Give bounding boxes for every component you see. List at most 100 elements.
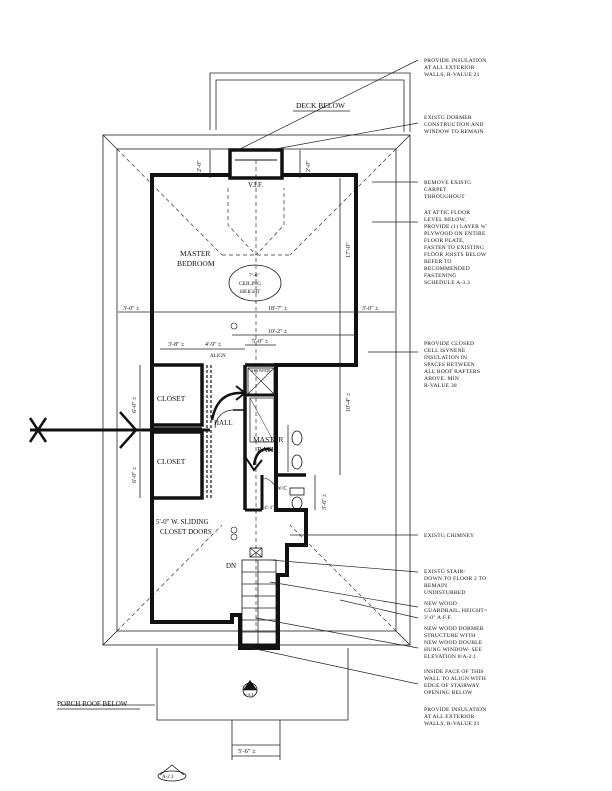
dim-5-0: 5'-0" ± (252, 339, 269, 345)
align-label: ALIGN (210, 354, 226, 359)
svg-text:CELL ISYNENE: CELL ISYNENE (424, 348, 466, 354)
dim-2-0-right: 2'-0" (306, 160, 312, 172)
ceiling-label-1: 7'-6" (249, 273, 260, 279)
svg-text:NEW WOOD: NEW WOOD (424, 601, 457, 607)
svg-text:FLOOR JOISTS BELOW: FLOOR JOISTS BELOW (424, 252, 487, 258)
svg-text:ABOVE. MIN: ABOVE. MIN (424, 376, 459, 382)
interior-walls (150, 363, 306, 512)
shower-label: SHOWER (251, 368, 270, 373)
svg-text:INSIDE FACE OF THIS: INSIDE FACE OF THIS (424, 669, 484, 675)
leader-lines (237, 59, 419, 685)
svg-text:PROVIDE CLOSED: PROVIDE CLOSED (424, 341, 474, 347)
svg-text:REMAIN: REMAIN (424, 583, 447, 589)
svg-text:AT ATTIC FLOOR: AT ATTIC FLOOR (424, 210, 470, 216)
hall-label: HALL (214, 419, 233, 427)
note-remove-carpet: REMOVE EXISTG CARPET THROUGHOUT (424, 180, 472, 200)
svg-text:PROVIDE (1) LAYER ¾": PROVIDE (1) LAYER ¾" (424, 223, 488, 230)
note-attic-floor: AT ATTIC FLOOR LEVEL BELOW, PROVIDE (1) … (424, 210, 488, 286)
svg-text:EDGE OF STAIRWAY: EDGE OF STAIRWAY (424, 683, 480, 689)
note-wall-align: INSIDE FACE OF THIS WALL TO ALIGN WITH E… (424, 669, 486, 696)
svg-text:UNDISTURBED: UNDISTURBED (424, 590, 466, 596)
section-marker (242, 680, 258, 698)
master-bedroom-label-1: MASTER (180, 249, 210, 258)
svg-text:ELEVATION 8/A-2.1: ELEVATION 8/A-2.1 (424, 654, 476, 660)
dim-3-8: 3'-8" ± (168, 342, 185, 348)
note-insulation-top: PROVIDE INSULATION AT ALL EXTERIOR WALLS… (424, 58, 487, 78)
svg-text:EXISTG DORMER: EXISTG DORMER (424, 115, 472, 121)
point-marker (230, 526, 238, 534)
roof-outline (102, 134, 411, 646)
svg-text:WINDOW TO REMAIN: WINDOW TO REMAIN (424, 129, 484, 135)
closet-upper-label: CLOSET (157, 394, 186, 403)
note-dormer-existing: EXISTG DORMER CONSTRUCTION AND WINDOW TO… (424, 115, 484, 135)
note-roof-insulation: PROVIDE CLOSED CELL ISYNENE INSULATION I… (424, 341, 480, 389)
svg-text:WALLS, R-VALUE 21: WALLS, R-VALUE 21 (424, 721, 480, 727)
svg-text:R-VALUE 38: R-VALUE 38 (424, 383, 457, 389)
svg-text:CONSTRUCTION AND: CONSTRUCTION AND (424, 122, 484, 128)
svg-text:EXISTG CHIMNEY: EXISTG CHIMNEY (424, 533, 474, 539)
dim-4-9: 4'-9" ± (205, 342, 222, 348)
porch-roof-below-label: PORCH ROOF BELOW (57, 700, 128, 708)
dim-3-6: 3'-6" ± (322, 493, 328, 510)
svg-text:WALLS, R-VALUE 21: WALLS, R-VALUE 21 (424, 72, 480, 78)
note-insulation-bottom: PROVIDE INSULATION AT ALL EXTERIOR WALLS… (424, 707, 487, 727)
point-marker (230, 533, 238, 541)
dim-6-0-upper: 6'-0" ± (132, 396, 138, 413)
porch-roof-outline (60, 648, 349, 760)
svg-text:AT ALL EXTERIOR: AT ALL EXTERIOR (424, 65, 475, 71)
svg-text:THROUGHOUT: THROUGHOUT (424, 194, 465, 200)
svg-text:FASTEN TO EXISTING: FASTEN TO EXISTING (424, 245, 484, 251)
master-bedroom-label-2: BEDROOM (177, 259, 215, 268)
section-ref: A-3.1 (243, 692, 254, 697)
deck-below-label: DECK BELOW (296, 101, 346, 110)
bottom-section-marker (157, 764, 187, 782)
svg-text:SCHEDULE A-3.3: SCHEDULE A-3.3 (424, 280, 470, 286)
svg-text:PROVIDE INSULATION: PROVIDE INSULATION (424, 58, 487, 64)
note-stair: EXISTG STAIR- DOWN TO FLOOR 2 TO REMAIN … (424, 569, 486, 596)
svg-text:RECOMMENDED: RECOMMENDED (424, 266, 470, 272)
dim-3-0-left: 3'-0" ± (123, 306, 140, 312)
dim-6-0-lower: 6'-0" ± (132, 466, 138, 483)
dim-10-4: 10'-4" ± (346, 392, 352, 412)
note-new-dormer: NEW WOOD DORMER STRUCTURE WITH NEW WOOD … (424, 626, 484, 660)
dim-3-0-right: 3'-0" ± (362, 306, 379, 312)
dim-17-0: 17'-0" (345, 242, 352, 258)
dimension-lines (118, 150, 395, 757)
dim-4-1: 4'-1" ± (264, 505, 279, 511)
svg-text:PROVIDE INSULATION: PROVIDE INSULATION (424, 707, 487, 713)
ceiling-height-ellipse (228, 264, 282, 302)
svg-text:REFER TO: REFER TO (424, 259, 452, 265)
svg-text:FLOOR PLATE,: FLOOR PLATE, (424, 238, 465, 244)
exterior-walls (150, 148, 358, 650)
svg-text:SPACES BETWEEN: SPACES BETWEEN (424, 362, 475, 368)
svg-text:NEW WOOD DOUBLE: NEW WOOD DOUBLE (424, 640, 483, 646)
svg-text:INSULATION IN: INSULATION IN (424, 355, 467, 361)
down-label: DN (226, 562, 236, 570)
svg-text:CARPET: CARPET (424, 187, 447, 193)
svg-text:OPENING BELOW: OPENING BELOW (424, 690, 473, 696)
ceiling-label-2: CEILING (239, 281, 261, 287)
bottom-ref: A-2.1 (162, 775, 174, 780)
dim-5-6: 5'-6" ± (238, 748, 256, 755)
deck-outline (209, 72, 411, 132)
ceiling-label-3: HEIGHT (240, 289, 261, 295)
svg-text:3'-0" A.F.F.: 3'-0" A.F.F. (424, 615, 452, 621)
svg-text:FASTENING: FASTENING (424, 273, 456, 279)
svg-text:REMOVE EXISTG: REMOVE EXISTG (424, 180, 472, 186)
wc-label: W/C (276, 486, 287, 492)
entry-arrows (28, 385, 273, 472)
stair (240, 547, 278, 647)
svg-text:HUNG WINDOW- SEE: HUNG WINDOW- SEE (424, 647, 482, 653)
svg-text:AT ALL EXTERIOR: AT ALL EXTERIOR (424, 714, 475, 720)
closet-lower-label: CLOSET (157, 457, 186, 466)
master-bath-label-1: MASTER (253, 435, 283, 444)
svg-text:LEVEL BELOW,: LEVEL BELOW, (424, 217, 466, 223)
dim-2-0-left: 2'-0" (197, 160, 203, 172)
section-number: 2 (247, 686, 250, 691)
sliding-doors-label-1: 5'-0" W. SLIDING (156, 518, 209, 526)
svg-text:EXISTG STAIR-: EXISTG STAIR- (424, 569, 465, 575)
svg-text:NEW WOOD DORMER: NEW WOOD DORMER (424, 626, 484, 632)
note-guardrail: NEW WOOD GUARDRAIL, HEIGHT= 3'-0" A.F.F. (424, 601, 487, 621)
master-bath-label-2: BATH (257, 445, 277, 454)
